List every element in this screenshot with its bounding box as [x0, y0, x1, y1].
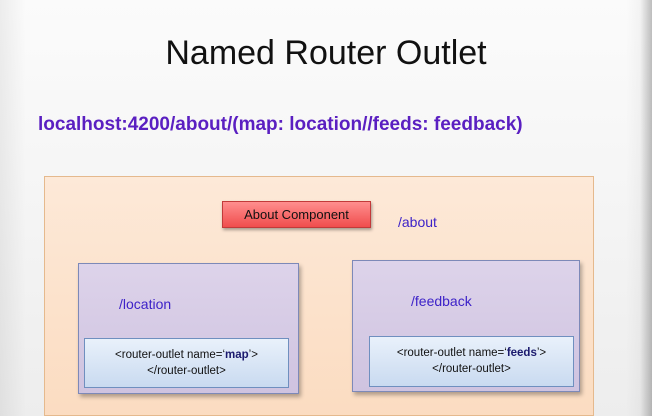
feeds-outlet-close-tag: </router-outlet>	[432, 363, 511, 375]
map-outlet-close-tag: </router-outlet>	[147, 365, 226, 377]
outlet-open-suffix: ’>	[248, 349, 258, 361]
outlet-open-prefix: <router-outlet name=‘	[396, 347, 507, 359]
about-component-box: About Component	[222, 201, 371, 228]
outlet-name-feeds: feeds	[506, 347, 537, 359]
feeds-outlet-open-tag: <router-outlet name=‘feeds’>	[370, 345, 573, 361]
feeds-router-outlet-box: <router-outlet name=‘feeds’> </router-ou…	[369, 336, 574, 387]
outlet-name-map: map	[225, 349, 249, 361]
feedback-route-label: /feedback	[411, 293, 472, 309]
outlet-open-prefix: <router-outlet name=‘	[115, 349, 225, 361]
example-url: localhost:4200/about/(map: location//fee…	[38, 114, 523, 135]
map-outlet-open-tag: <router-outlet name=‘map’>	[85, 347, 288, 363]
outlet-open-suffix: ’>	[536, 347, 547, 359]
map-router-outlet-box: <router-outlet name=‘map’> </router-outl…	[84, 338, 289, 388]
slide-title: Named Router Outlet	[165, 34, 487, 72]
about-route-label: /about	[398, 214, 437, 230]
location-route-label: /location	[119, 296, 172, 312]
